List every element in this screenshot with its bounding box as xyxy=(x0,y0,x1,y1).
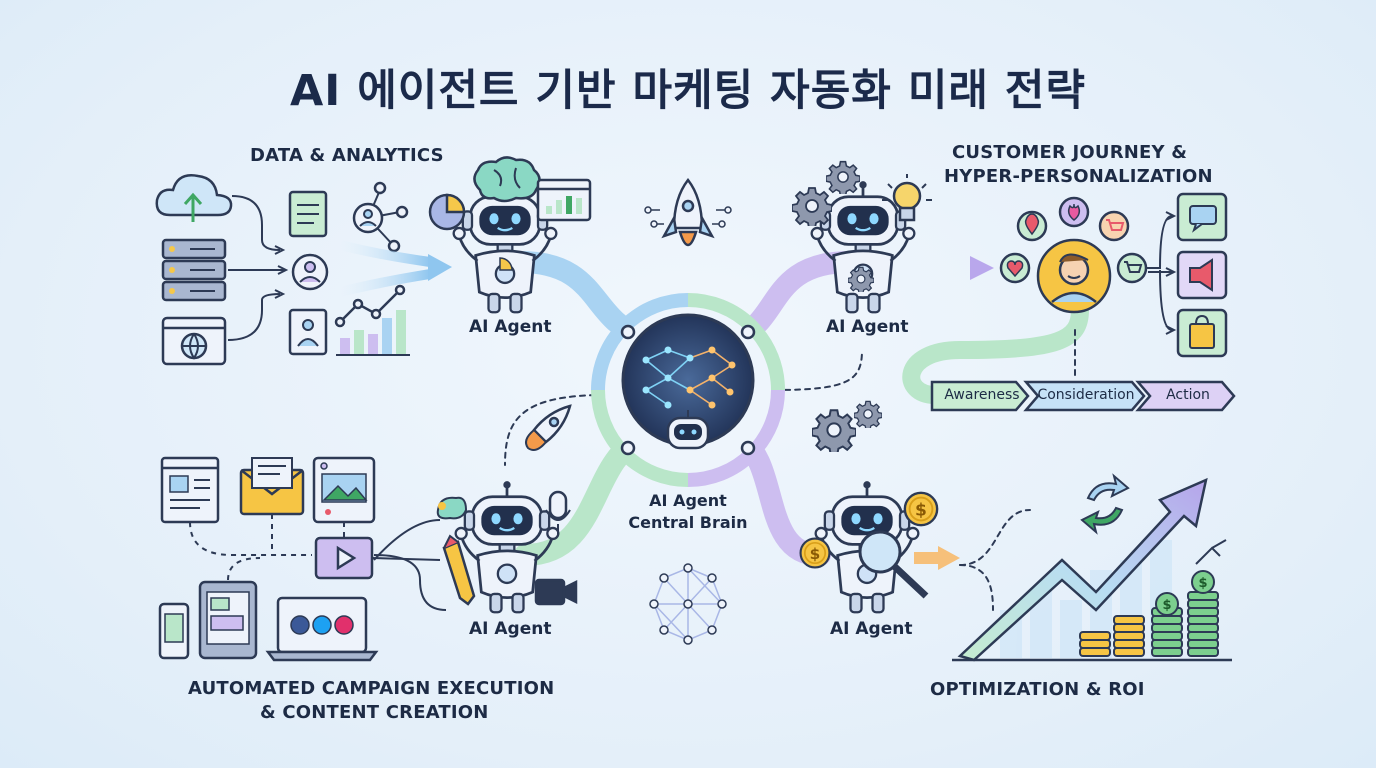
data-flow-arrow xyxy=(338,240,452,297)
web-page-icon xyxy=(160,456,220,524)
journey-flow-arrow xyxy=(910,256,994,280)
user-circle-icon xyxy=(291,253,329,291)
customer-avatar-icon xyxy=(1036,238,1112,314)
central-brain-hub xyxy=(591,293,785,487)
cart-icon xyxy=(1098,210,1130,242)
section-title-journey-line1: CUSTOMER JOURNEY & xyxy=(952,142,1188,163)
bar-chart-icon xyxy=(336,310,410,356)
camera-icon xyxy=(534,578,578,606)
gear-icon xyxy=(848,266,874,292)
hub-robot-icon xyxy=(666,410,710,450)
gear-icon xyxy=(854,400,882,428)
bar-window-icon xyxy=(536,178,592,222)
journey-stage-action: Action xyxy=(1166,387,1210,403)
section-title-roi: OPTIMIZATION & ROI xyxy=(930,679,1145,700)
page-title: AI 에이전트 기반 마케팅 자동화 미래 전략 xyxy=(289,66,1087,116)
document-icon xyxy=(288,190,328,238)
laptop-social-icon xyxy=(265,596,379,662)
line-chart-icon xyxy=(334,284,406,328)
rocket-icon xyxy=(644,177,732,247)
gear-icon xyxy=(826,160,860,194)
chat-icon xyxy=(1176,192,1228,242)
user-network-icon xyxy=(352,181,409,253)
svg-text:$: $ xyxy=(1162,598,1171,613)
email-icon xyxy=(239,457,305,516)
section-title-campaign-line2: & CONTENT CREATION xyxy=(260,702,489,723)
video-play-icon xyxy=(314,536,374,580)
agent-label-roi: AI Agent xyxy=(830,619,913,639)
refresh-icon xyxy=(1080,473,1130,535)
network-icon xyxy=(649,563,727,645)
central-brain-label-line2: Central Brain xyxy=(628,513,748,532)
paint-splash-icon xyxy=(436,496,468,520)
journey-stage-awareness: Awareness xyxy=(944,387,1020,403)
tablet-icon xyxy=(198,580,258,660)
pie-chart-icon xyxy=(428,193,513,271)
phone-icon xyxy=(158,602,190,660)
agent-label-data: AI Agent xyxy=(469,317,552,337)
rocket-icon xyxy=(525,404,572,451)
shopping-bag-icon xyxy=(1176,308,1228,358)
gear-icon xyxy=(792,187,832,226)
cart-icon xyxy=(1116,252,1148,284)
data-analytics-icons xyxy=(155,174,410,366)
svg-text:$: $ xyxy=(1198,576,1207,591)
campaign-icons xyxy=(158,456,578,662)
brain-network-icon xyxy=(642,346,736,409)
brain-icon xyxy=(473,156,541,203)
section-title-campaign-line1: AUTOMATED CAMPAIGN EXECUTION xyxy=(188,678,555,699)
browser-globe-icon xyxy=(161,316,227,366)
megaphone-icon xyxy=(1176,250,1228,300)
flower-icon xyxy=(1058,196,1090,228)
section-title-journey-line2: HYPER-PERSONALIZATION xyxy=(944,166,1213,187)
flow-paths xyxy=(504,251,1089,611)
customer-journey-icons xyxy=(999,192,1228,358)
central-brain-label-line1: AI Agent xyxy=(649,491,727,510)
microphone-icon xyxy=(545,490,571,534)
heart-icon xyxy=(999,252,1031,284)
agent-label-journey: AI Agent xyxy=(826,317,909,337)
coin-stack-icon: $ $ xyxy=(1079,570,1219,657)
central-brain-label: AI Agent Central Brain xyxy=(608,490,768,534)
dollar-coin-icon xyxy=(903,491,939,527)
roi-flow-arrow xyxy=(914,546,960,570)
magnifier-icon xyxy=(858,530,929,599)
cloud-upload-icon xyxy=(155,174,233,222)
server-icon xyxy=(161,238,227,302)
journey-stages xyxy=(930,380,1236,412)
gear-icon xyxy=(812,409,856,452)
agent-label-campaign: AI Agent xyxy=(469,619,552,639)
pencil-icon xyxy=(442,534,476,606)
document-icon xyxy=(288,308,328,356)
journey-stage-consideration: Consideration xyxy=(1037,387,1135,403)
social-post-icon xyxy=(312,456,376,524)
dollar-coin-icon xyxy=(799,537,831,569)
lightbulb-icon xyxy=(882,174,932,222)
section-title-data: DATA & ANALYTICS xyxy=(250,145,444,166)
location-pin-icon xyxy=(1016,210,1048,242)
